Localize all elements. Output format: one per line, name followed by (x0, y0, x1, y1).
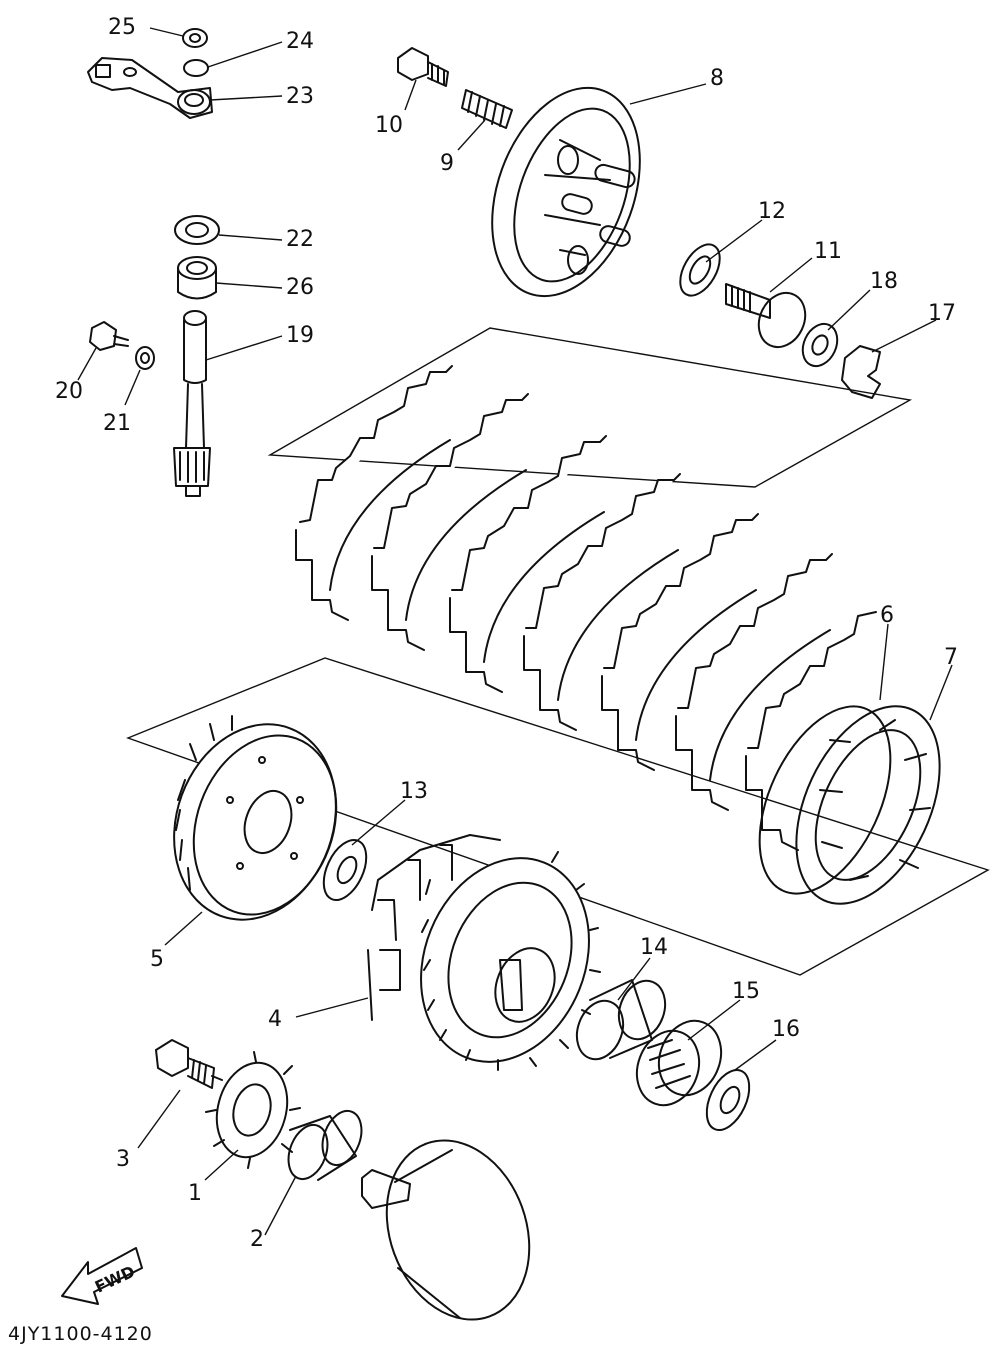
push-lever-assembly (87, 28, 213, 119)
label-14: 14 (640, 935, 668, 960)
label-5: 5 (150, 947, 164, 972)
label-11: 11 (814, 239, 842, 264)
label-23: 23 (286, 84, 314, 109)
label-20: 20 (55, 379, 83, 404)
label-13: 13 (400, 779, 428, 804)
label-18: 18 (870, 269, 898, 294)
label-6: 6 (880, 603, 894, 628)
clutch-housing (367, 834, 601, 1071)
primary-drive-assembly (155, 1039, 531, 1321)
fwd-label: FWD (92, 1262, 138, 1297)
label-25: 25 (108, 15, 136, 40)
part-labels: 25 24 23 10 9 8 22 26 19 20 21 12 11 18 … (55, 15, 958, 1252)
label-26: 26 (286, 275, 314, 300)
primary-driven-gear (173, 715, 338, 921)
label-3: 3 (116, 1147, 130, 1172)
label-7: 7 (944, 645, 958, 670)
sleeve-bearing-washer (575, 979, 751, 1131)
label-15: 15 (732, 979, 760, 1004)
push-rod-assembly (679, 243, 881, 399)
label-8: 8 (710, 66, 724, 91)
label-21: 21 (103, 411, 131, 436)
label-10: 10 (375, 113, 403, 138)
label-4: 4 (268, 1007, 282, 1032)
label-16: 16 (772, 1017, 800, 1042)
label-12: 12 (758, 199, 786, 224)
push-shaft-assembly (89, 215, 220, 497)
thrust-washer-13 (322, 839, 368, 901)
label-1: 1 (188, 1181, 202, 1206)
plate-group-outline (267, 327, 913, 488)
label-19: 19 (286, 323, 314, 348)
label-17: 17 (928, 301, 956, 326)
clutch-plate-6-7 (758, 705, 941, 905)
label-9: 9 (440, 151, 454, 176)
label-2: 2 (250, 1227, 264, 1252)
label-24: 24 (286, 29, 314, 54)
fwd-arrow: FWD (61, 1247, 143, 1305)
diagram-code: 4JY1100-4120 (8, 1323, 153, 1345)
friction-plates (295, 365, 877, 851)
leader-lines (77, 27, 953, 1236)
pressure-plate-assembly (397, 47, 641, 298)
label-22: 22 (286, 227, 314, 252)
